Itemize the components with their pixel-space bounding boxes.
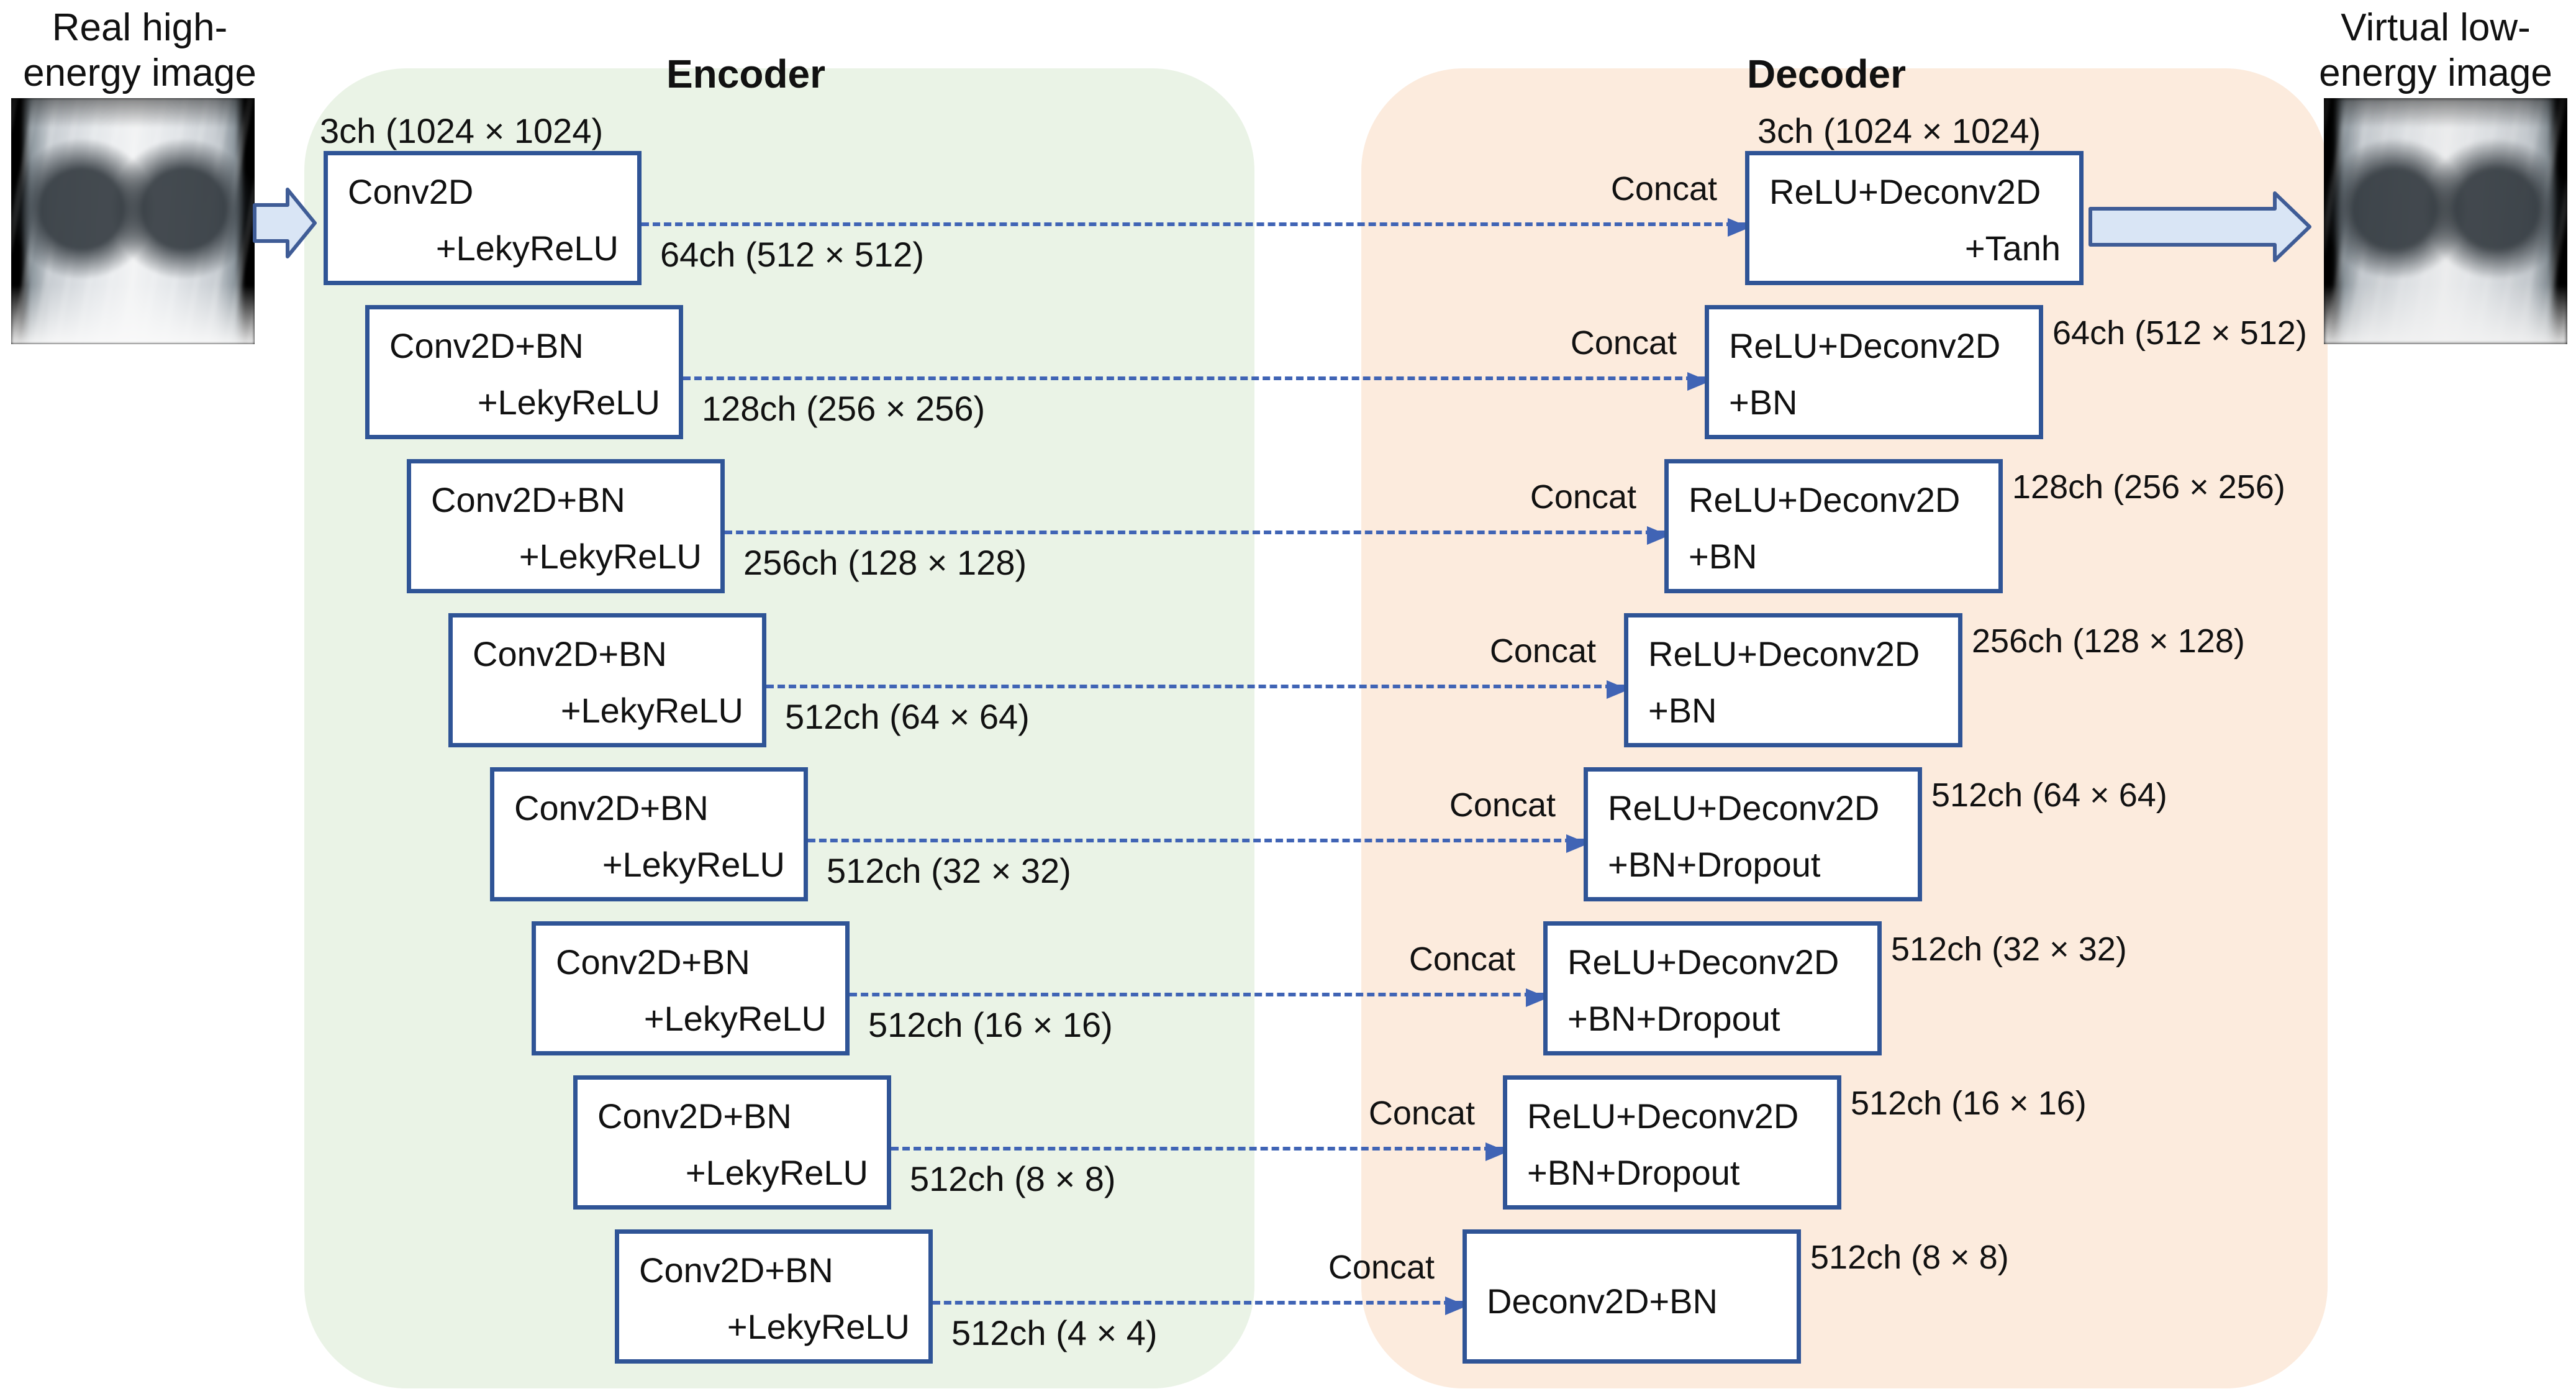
decoder-block-8-line1: Deconv2D+BN — [1487, 1282, 1718, 1321]
encoder-block-7-line2: +LekyReLU — [685, 1153, 868, 1192]
encoder-block-1-line2: +LekyReLU — [435, 229, 619, 268]
input-image-label-line1: Real high- — [52, 6, 228, 49]
skip-connection-arrow-2 — [683, 372, 1710, 391]
encoder-block-2-line1: Conv2D+BN — [389, 326, 584, 365]
decoder-size-6: 512ch (32 × 32) — [1891, 931, 2127, 968]
output-image-label: Virtual low- energy image — [2295, 5, 2576, 96]
decoder-block-7-line2: +BN+Dropout — [1527, 1153, 1740, 1192]
decoder-block-7: ReLU+Deconv2D +BN+Dropout — [1503, 1075, 1841, 1210]
decoder-title: Decoder — [1746, 52, 1907, 96]
decoder-block-7-line1: ReLU+Deconv2D — [1527, 1096, 1799, 1136]
concat-label-5: Concat — [1449, 786, 1556, 824]
decoder-block-2-line1: ReLU+Deconv2D — [1729, 326, 2001, 365]
decoder-size-5: 512ch (64 × 64) — [1931, 777, 2167, 814]
decoder-block-3-line1: ReLU+Deconv2D — [1689, 480, 1961, 519]
concat-label-1: Concat — [1610, 170, 1717, 207]
encoder-block-6-line2: +LekyReLU — [643, 999, 827, 1038]
encoder-block-2: Conv2D+BN +LekyReLU — [365, 305, 683, 439]
encoder-block-7: Conv2D+BN +LekyReLU — [573, 1075, 891, 1210]
output-arrow-icon — [2088, 191, 2311, 262]
encoder-block-4: Conv2D+BN +LekyReLU — [448, 613, 766, 747]
encoder-out-size-2: 128ch (256 × 256) — [702, 389, 986, 428]
decoder-block-3: ReLU+Deconv2D +BN — [1664, 459, 2003, 593]
encoder-block-6-line1: Conv2D+BN — [556, 942, 750, 982]
skip-connection-arrow-4 — [766, 680, 1629, 699]
concat-label-2: Concat — [1570, 324, 1677, 362]
skip-connection-arrow-3 — [725, 526, 1669, 545]
encoder-out-size-7: 512ch (8 × 8) — [910, 1159, 1116, 1198]
input-xray-film — [11, 98, 255, 344]
decoder-block-2: ReLU+Deconv2D +BN — [1705, 305, 2043, 439]
output-xray-image — [2324, 98, 2567, 344]
decoder-output-size-label: 3ch (1024 × 1024) — [1757, 111, 2041, 150]
encoder-block-8: Conv2D+BN +LekyReLU — [615, 1229, 933, 1364]
concat-label-7: Concat — [1368, 1095, 1475, 1132]
skip-connection-arrow-1 — [642, 218, 1750, 237]
encoder-block-5-line2: +LekyReLU — [602, 845, 785, 884]
decoder-block-4-line1: ReLU+Deconv2D — [1648, 634, 1920, 673]
decoder-block-5: ReLU+Deconv2D +BN+Dropout — [1584, 767, 1922, 901]
skip-connection-arrow-5 — [808, 834, 1589, 853]
decoder-size-2: 64ch (512 × 512) — [2052, 314, 2307, 352]
decoder-size-3: 128ch (256 × 256) — [2012, 468, 2285, 506]
input-image-label-line2: energy image — [23, 52, 256, 95]
decoder-block-4-line2: +BN — [1648, 691, 1717, 730]
encoder-block-1-line1: Conv2D — [348, 172, 474, 211]
encoder-out-size-5: 512ch (32 × 32) — [827, 851, 1071, 890]
encoder-block-2-line2: +LekyReLU — [477, 383, 660, 422]
encoder-out-size-4: 512ch (64 × 64) — [785, 697, 1030, 736]
decoder-block-1: ReLU+Deconv2D +Tanh — [1745, 151, 2084, 285]
concat-label-4: Concat — [1489, 632, 1596, 670]
encoder-block-5: Conv2D+BN +LekyReLU — [490, 767, 808, 901]
concat-label-3: Concat — [1530, 478, 1636, 516]
concat-label-6: Concat — [1408, 941, 1515, 978]
decoder-block-3-line2: +BN — [1689, 537, 1757, 576]
output-image-label-line2: energy image — [2319, 52, 2552, 95]
output-xray-film — [2324, 98, 2567, 344]
encoder-block-4-line1: Conv2D+BN — [473, 634, 667, 673]
encoder-block-3: Conv2D+BN +LekyReLU — [407, 459, 725, 593]
decoder-block-2-line2: +BN — [1729, 383, 1798, 422]
encoder-block-1: Conv2D +LekyReLU — [324, 151, 642, 285]
decoder-block-6-line2: +BN+Dropout — [1567, 999, 1780, 1038]
encoder-block-7-line1: Conv2D+BN — [597, 1096, 792, 1136]
skip-connection-arrow-7 — [891, 1142, 1508, 1161]
encoder-out-size-1: 64ch (512 × 512) — [660, 235, 924, 274]
input-image-label: Real high- energy image — [19, 5, 261, 96]
encoder-block-8-line2: +LekyReLU — [727, 1307, 910, 1346]
output-image-label-line1: Virtual low- — [2341, 6, 2531, 49]
decoder-block-8: Deconv2D+BN — [1463, 1229, 1801, 1364]
decoder-size-4: 256ch (128 × 128) — [1972, 622, 2245, 660]
decoder-block-4: ReLU+Deconv2D +BN — [1624, 613, 1962, 747]
encoder-block-5-line1: Conv2D+BN — [514, 788, 709, 827]
decoder-block-5-line2: +BN+Dropout — [1608, 845, 1821, 884]
concat-label-8: Concat — [1328, 1249, 1435, 1286]
encoder-out-size-3: 256ch (128 × 128) — [743, 543, 1027, 582]
decoder-block-5-line1: ReLU+Deconv2D — [1608, 788, 1880, 827]
input-xray-image — [11, 98, 255, 344]
decoder-size-7: 512ch (16 × 16) — [1851, 1085, 2087, 1122]
encoder-out-size-8: 512ch (4 × 4) — [951, 1313, 1158, 1352]
encoder-block-4-line2: +LekyReLU — [560, 691, 743, 730]
input-arrow-icon — [253, 188, 317, 258]
skip-connection-arrow-6 — [850, 988, 1548, 1007]
decoder-block-1-line1: ReLU+Deconv2D — [1769, 172, 2041, 211]
decoder-block-6-line1: ReLU+Deconv2D — [1567, 942, 1839, 982]
encoder-block-8-line1: Conv2D+BN — [639, 1251, 833, 1290]
encoder-input-size-label: 3ch (1024 × 1024) — [320, 111, 604, 150]
decoder-size-8: 512ch (8 × 8) — [1810, 1239, 2009, 1276]
encoder-block-6: Conv2D+BN +LekyReLU — [532, 921, 850, 1055]
decoder-block-6: ReLU+Deconv2D +BN+Dropout — [1543, 921, 1882, 1055]
encoder-block-3-line1: Conv2D+BN — [431, 480, 625, 519]
encoder-block-3-line2: +LekyReLU — [519, 537, 702, 576]
skip-connection-arrow-8 — [933, 1296, 1467, 1315]
encoder-out-size-6: 512ch (16 × 16) — [868, 1005, 1113, 1044]
encoder-title: Encoder — [666, 52, 826, 96]
decoder-block-1-line2: +Tanh — [1964, 229, 2061, 268]
